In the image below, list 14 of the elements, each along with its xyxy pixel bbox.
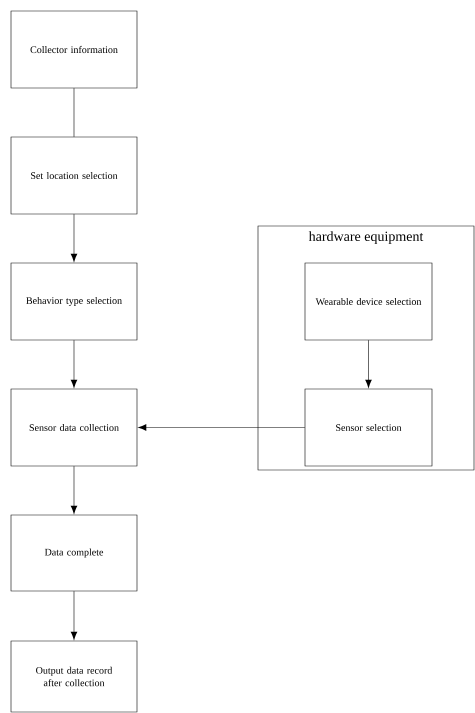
arrow <box>70 466 78 514</box>
arrow <box>138 424 305 431</box>
arrow <box>365 340 372 388</box>
arrow <box>70 214 78 262</box>
process-box: Sensor data collection <box>10 388 138 466</box>
process-box: Sensor selection <box>304 388 432 466</box>
process-box: Set location selection <box>10 136 138 214</box>
process-box: Collector information <box>10 10 138 88</box>
arrow <box>70 591 78 640</box>
process-box: Wearable device selection <box>304 262 432 340</box>
process-box: Behavior type selection <box>10 262 138 340</box>
process-box: Output data record after collection <box>10 640 138 712</box>
arrow <box>70 340 78 388</box>
process-box: Data complete <box>10 514 138 592</box>
